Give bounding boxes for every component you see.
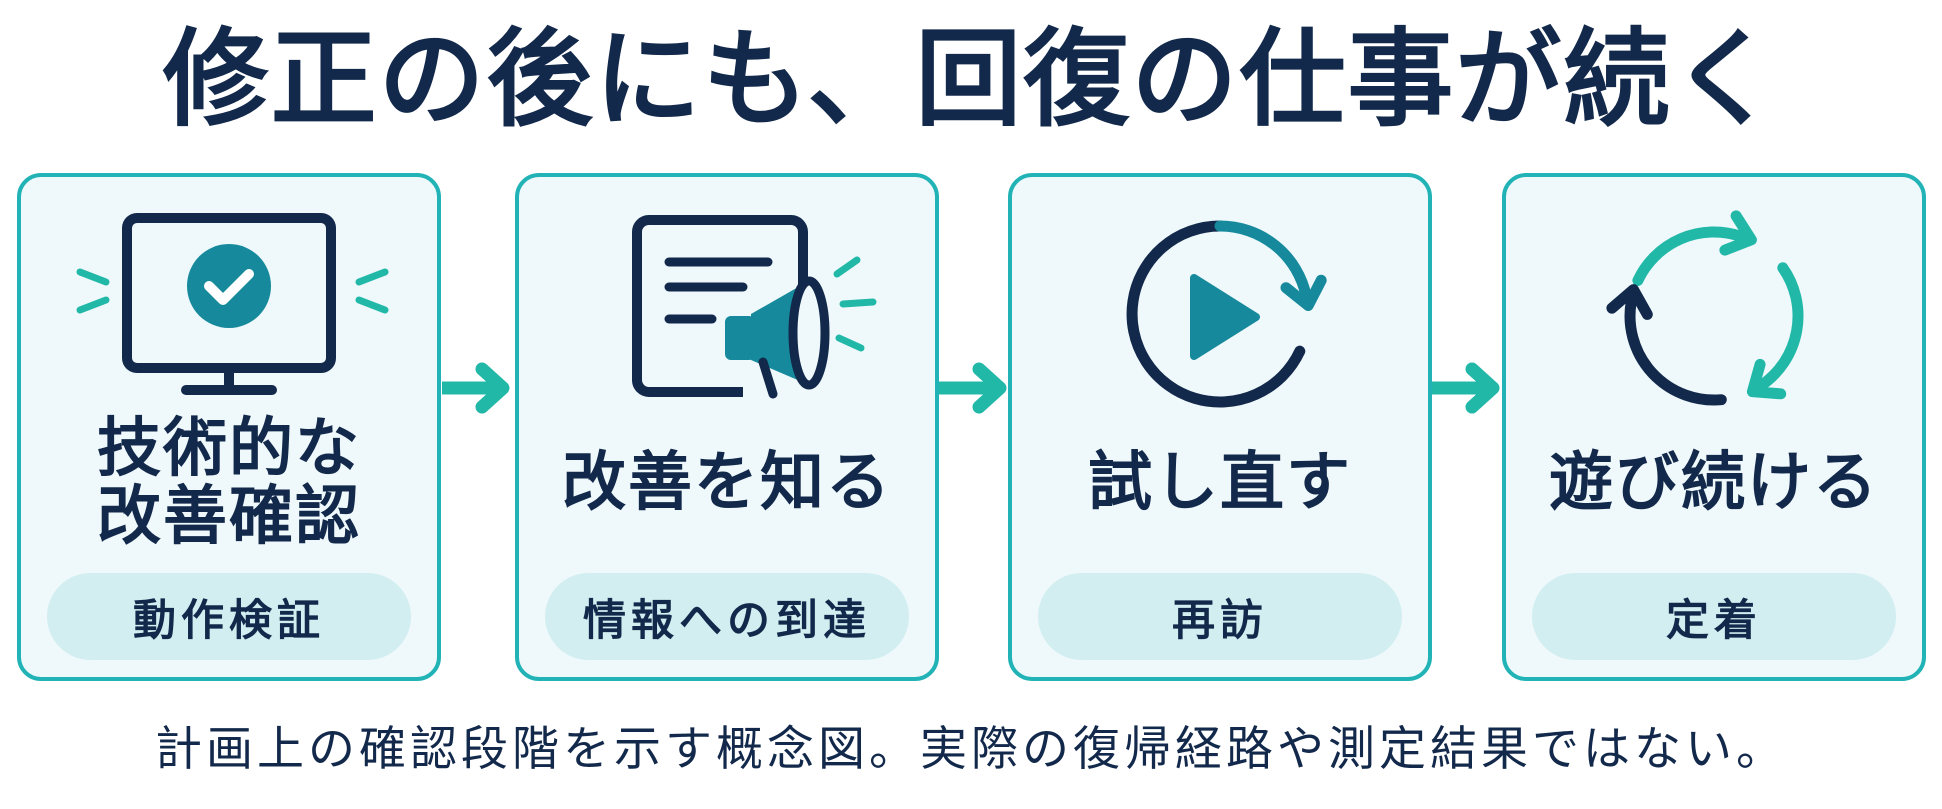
step-title-line: 改善確認 — [97, 480, 361, 554]
step-label: 情報への到達 — [583, 595, 871, 646]
step-card-1: 技術的な 改善確認 動作検証 — [17, 173, 441, 681]
step-title-line: 技術的な — [97, 412, 361, 486]
diagram-title: 修正の後にも、回復の仕事が続く — [162, 18, 1780, 141]
step-title: 改善を知る — [519, 413, 935, 553]
step-label: 動作検証 — [133, 595, 325, 646]
diagram-footnote: 計画上の確認段階を示す概念図。実際の復帰経路や測定結果ではない。 — [155, 722, 1787, 777]
right-arrow-icon — [442, 362, 510, 414]
step-label-pill: 情報への到達 — [545, 573, 909, 660]
step-label: 定着 — [1666, 595, 1762, 646]
step-label-pill: 定着 — [1532, 573, 1896, 660]
step-title-line: 改善を知る — [562, 446, 892, 520]
right-arrow-icon — [1432, 362, 1500, 414]
step-card-4: 遊び続ける 定着 — [1502, 173, 1926, 681]
step-card-2: 改善を知る 情報への到達 — [515, 173, 939, 681]
step-label: 再訪 — [1172, 595, 1268, 646]
step-title: 試し直す — [1012, 413, 1428, 553]
step-card-3: 試し直す 再訪 — [1008, 173, 1432, 681]
step-title-line: 試し直す — [1088, 446, 1352, 520]
replay-icon — [1126, 220, 1327, 408]
step-label-pill: 再訪 — [1038, 573, 1402, 660]
step-title-line: 遊び続ける — [1549, 446, 1879, 520]
document-megaphone-icon — [632, 215, 877, 404]
cycle-arrows-icon — [1606, 210, 1804, 406]
step-title: 技術的な 改善確認 — [21, 413, 437, 553]
right-arrow-icon — [939, 362, 1007, 414]
step-title: 遊び続ける — [1506, 413, 1922, 553]
step-label-pill: 動作検証 — [47, 573, 411, 660]
monitor-check-icon — [76, 213, 389, 395]
